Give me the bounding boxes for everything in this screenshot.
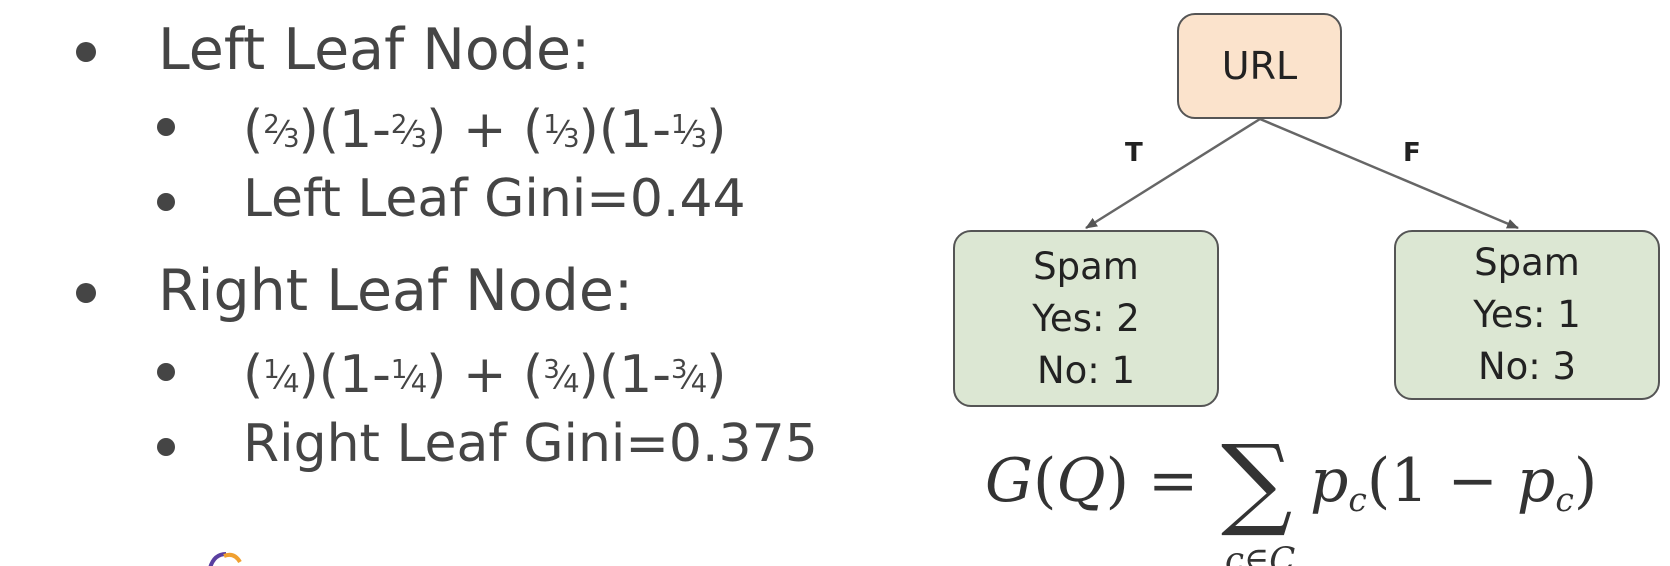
root-node-url: URL [1177, 13, 1342, 119]
edge-false-arrow [1259, 117, 1519, 230]
bullet-list: Left Leaf Node: (2⁄3)(1-2⁄3) + (1⁄3)(1-1… [76, 17, 818, 474]
bullet-dot [76, 42, 96, 62]
right-leaf-node: Spam Yes: 1 No: 3 [1394, 230, 1660, 400]
summation-symbol: ∑ [1221, 423, 1293, 540]
decision-tree-diagram: URL T F Spam Yes: 2 No: 1 Spam Yes: 1 No… [940, 0, 1670, 420]
right-leaf-title: Right Leaf Node: [158, 258, 634, 324]
right-leaf-line1: Spam [1474, 241, 1580, 284]
bullet-dot [157, 118, 175, 136]
right-gini-formula: (1⁄4)(1-1⁄4) + (3⁄4)(1-3⁄4) [243, 345, 727, 406]
edge-true-arrow [1085, 117, 1261, 230]
bullet-dot [157, 438, 175, 456]
bullet-dot [157, 363, 175, 381]
edge-label-true: T [1125, 138, 1143, 168]
edge-label-false: F [1403, 138, 1421, 168]
right-leaf-line2: Yes: 1 [1473, 293, 1581, 336]
gini-equation: G(Q) = ∑ c∈C pc(1 − pc) [985, 432, 1625, 566]
left-leaf-node: Spam Yes: 2 No: 1 [953, 230, 1219, 407]
left-leaf-title: Left Leaf Node: [158, 17, 591, 83]
bullet-dot [76, 283, 96, 303]
left-leaf-line1: Spam [1033, 244, 1139, 288]
left-leaf-gini: Left Leaf Gini=0.44 [243, 169, 746, 229]
right-leaf-line3: No: 3 [1477, 345, 1577, 388]
partial-logo-icon [206, 548, 246, 566]
equation-rhs: pc(1 − pc) [1310, 446, 1598, 519]
left-gini-formula: (2⁄3)(1-2⁄3) + (1⁄3)(1-1⁄3) [243, 100, 727, 161]
summation-subscript: c∈C [1225, 540, 1296, 566]
left-leaf-line3: No: 1 [1036, 348, 1136, 392]
left-leaf-line2: Yes: 2 [1032, 296, 1140, 340]
root-node-label: URL [1221, 44, 1298, 88]
bullet-dot [157, 193, 175, 211]
right-leaf-gini: Right Leaf Gini=0.375 [243, 414, 818, 474]
tree-edges [1085, 117, 1519, 230]
equation-lhs: G(Q) = [985, 446, 1199, 516]
